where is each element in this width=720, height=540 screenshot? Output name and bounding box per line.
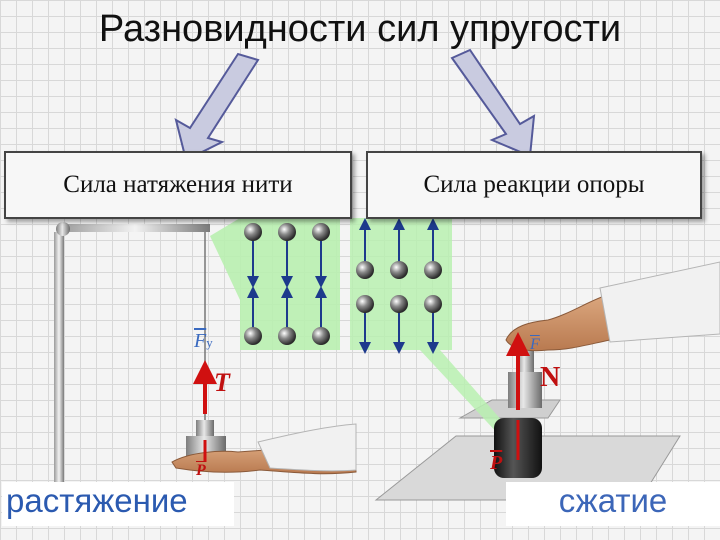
support-molecule-panel — [356, 218, 442, 354]
pointer-arrow-left — [174, 52, 260, 162]
tension-stand — [54, 222, 357, 482]
force-p-left-label: P — [196, 462, 206, 479]
support-force-label: Сила реакции опоры — [366, 151, 702, 219]
force-p-right-label: P — [490, 452, 503, 474]
force-fy-subscript: у — [206, 335, 213, 350]
page-title: Разновидности сил упругости — [98, 8, 622, 50]
force-t-label: T — [214, 368, 230, 397]
force-n-label: N — [540, 362, 561, 393]
caption-stretching: растяжение — [2, 482, 234, 526]
pointer-arrow-right — [450, 48, 536, 158]
support-scene — [350, 218, 720, 501]
tension-force-label: Сила натяжения нити — [4, 151, 352, 219]
tension-molecule-panel — [210, 218, 340, 350]
force-fy-label: Fу — [194, 330, 213, 353]
caption-compression: сжатие — [506, 482, 720, 526]
force-fy-letter: F — [194, 330, 207, 352]
force-f-right-label: F — [530, 336, 540, 353]
